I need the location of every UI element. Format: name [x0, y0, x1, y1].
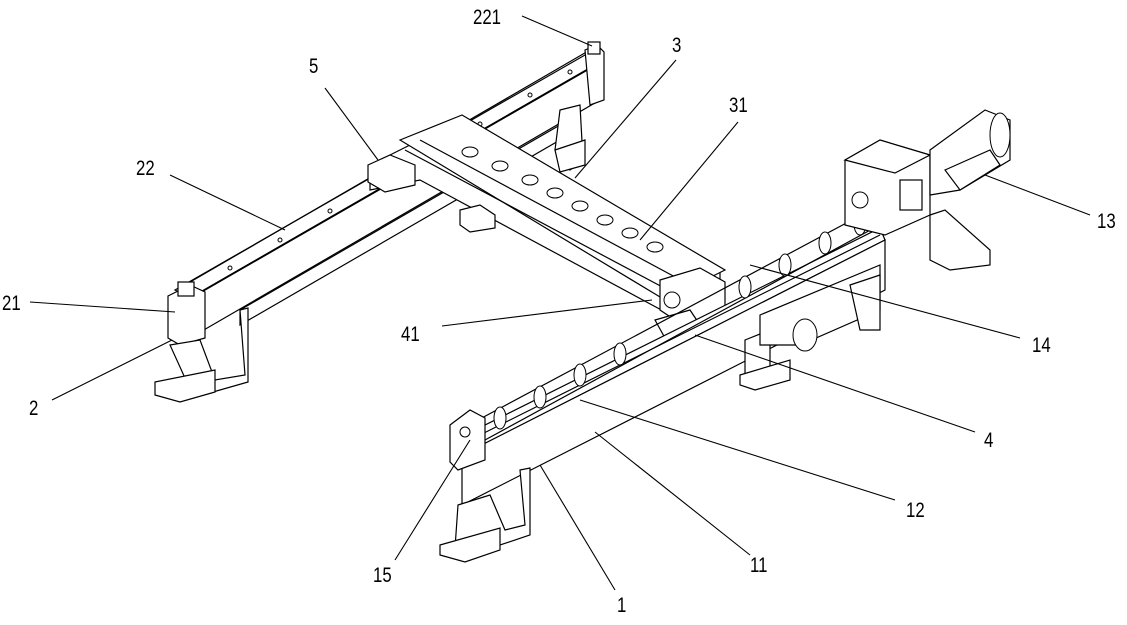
label-3: 3: [672, 34, 681, 58]
label-2: 2: [29, 397, 38, 421]
label-21: 21: [2, 292, 21, 316]
label-22: 22: [136, 157, 155, 181]
label-41: 41: [401, 323, 420, 347]
label-12: 12: [906, 499, 925, 523]
label-15: 15: [373, 564, 392, 588]
label-221: 221: [473, 6, 501, 30]
label-13: 13: [1097, 210, 1116, 234]
label-11: 11: [750, 554, 767, 578]
label-1: 1: [617, 594, 626, 618]
label-31: 31: [729, 94, 748, 118]
label-14: 14: [1032, 334, 1051, 358]
label-5: 5: [309, 55, 318, 79]
label-4: 4: [984, 429, 993, 453]
